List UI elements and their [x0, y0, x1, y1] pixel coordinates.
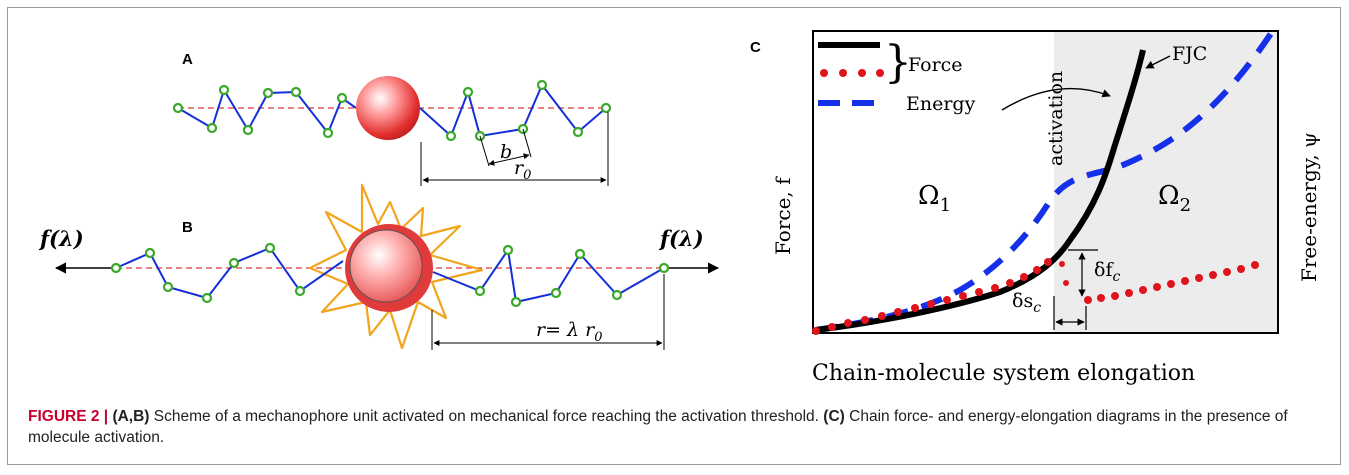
delta-s-label: δsc	[1012, 290, 1041, 316]
force-dots	[812, 258, 1259, 335]
force-curve	[815, 49, 1146, 333]
panel-b-molecule-inner	[349, 229, 423, 303]
legend-force-label: Force	[908, 54, 963, 76]
panel-b-right-chain	[432, 247, 665, 304]
caption-figure-label: FIGURE 2 |	[28, 408, 109, 425]
legend-brace: }	[884, 37, 912, 88]
y-axis-label-right: Free-energy, ψ	[1297, 132, 1321, 282]
legend-force-dots	[820, 69, 884, 77]
panel-b-stretch-dimension	[431, 274, 665, 350]
plot-frame	[812, 30, 1279, 334]
panel-b-beads	[110, 242, 670, 308]
region-2-label: Ω2	[1158, 181, 1191, 216]
panel-c: C } Force Energy FJC activation	[750, 30, 1321, 386]
panel-a-bond-dimension	[479, 128, 532, 167]
legend-energy-label: Energy	[906, 93, 976, 115]
caption-c-text: Chain force- and energy-elongation diagr…	[28, 408, 1288, 446]
x-axis-label: Chain-molecule system elongation	[812, 361, 1195, 386]
panel-b-label: B	[182, 219, 193, 236]
delta-f-dimension	[1068, 249, 1098, 297]
panel-a-beads	[172, 79, 612, 142]
panel-a-molecule	[356, 76, 420, 140]
region-2-background	[1054, 31, 1278, 333]
region-1-label: Ω1	[918, 181, 951, 216]
delta-s-dimension	[1053, 296, 1087, 330]
caption-ab-label: (A,B)	[112, 408, 150, 425]
caption-ab-text: Scheme of a mechanophore unit activated …	[153, 408, 819, 425]
panel-b: B f(λ) f(λ) r= λ r0	[38, 183, 720, 350]
fjc-arrow	[1145, 55, 1171, 69]
y-axis-label-left: Force, f	[771, 176, 795, 255]
panel-a-bond-label: b	[500, 141, 512, 163]
panel-a-label: A	[182, 51, 193, 68]
delta-f-label: δfc	[1094, 259, 1120, 285]
panel-a-right-chain	[419, 83, 607, 138]
caption-c-label: (C)	[823, 408, 845, 425]
panel-c-label: C	[750, 39, 761, 56]
energy-curve	[815, 30, 1275, 333]
activation-arrow	[1001, 87, 1111, 111]
panel-a: A b r0	[172, 51, 612, 186]
figure-caption: FIGURE 2 | (A,B) Scheme of a mechanophor…	[28, 406, 1328, 448]
figure-svg: A b r0 B f(λ)	[38, 30, 1321, 386]
panel-a-rest-length-label: r0	[514, 157, 531, 183]
panel-b-stretch-label: r= λ r0	[536, 319, 603, 345]
panel-a-rest-dimension	[420, 112, 609, 186]
fjc-label: FJC	[1172, 43, 1207, 65]
panel-b-right-force-label: f(λ)	[658, 226, 704, 251]
panel-b-left-force-label: f(λ)	[38, 226, 84, 251]
panel-b-left-chain	[115, 246, 344, 300]
activation-label: activation	[1045, 71, 1067, 166]
